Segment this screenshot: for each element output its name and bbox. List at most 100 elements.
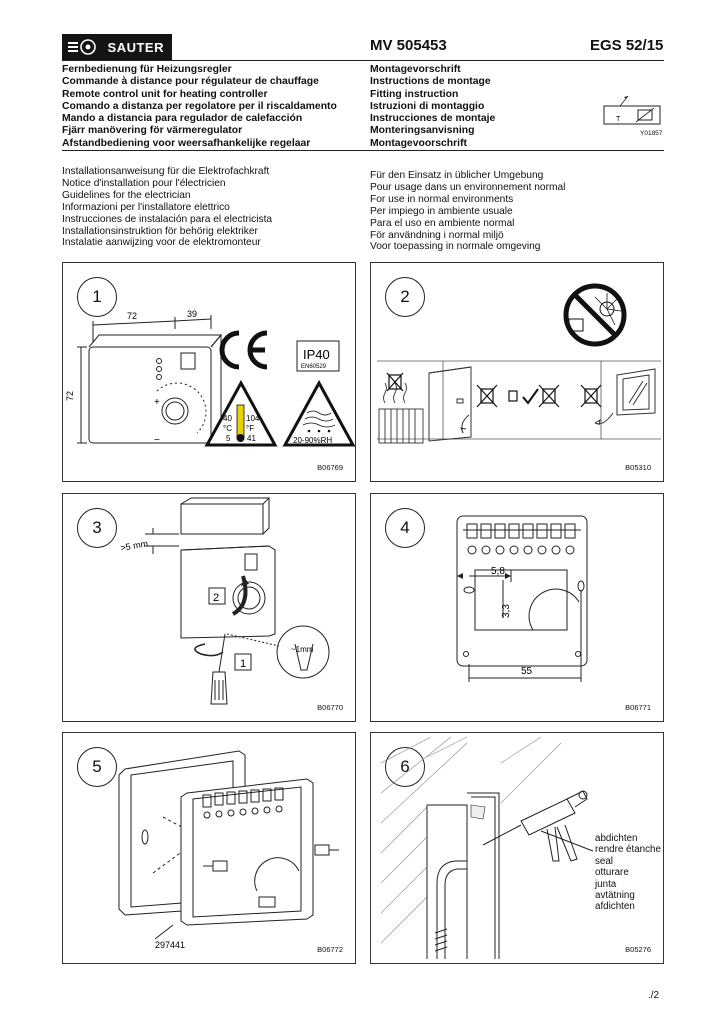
model-number: EGS 52/15 xyxy=(590,37,664,54)
product-title: Afstandbediening voor weersafhankelijke … xyxy=(62,137,311,149)
installation-note: Informazioni per l'installatore elettric… xyxy=(62,201,230,213)
symbol-letter: T xyxy=(616,116,621,123)
temp-high-c: 40 xyxy=(223,414,232,423)
ip-standard: EN60529 xyxy=(301,364,327,370)
dim-a: 5,8 xyxy=(491,566,505,577)
seal-word: otturare xyxy=(595,867,629,879)
environment-notes: Für den Einsatz in üblicher Umgebung Pou… xyxy=(370,170,565,253)
header-rule xyxy=(62,60,664,61)
remote-unit-symbol-icon: T xyxy=(603,95,661,125)
document-type: Montagevorschrift xyxy=(370,64,461,75)
temp-low-f: 41 xyxy=(247,434,256,443)
dim-height: 72 xyxy=(65,391,75,401)
document-type: Fitting instruction xyxy=(370,88,459,100)
installation-notes: Installationsanweisung für die Elektrofa… xyxy=(62,166,272,249)
document-type-list: Montagevorschrift Instructions de montag… xyxy=(370,64,495,150)
panel-number: 1 xyxy=(77,277,117,317)
no-sunlight-icon xyxy=(563,283,627,347)
environment-note: For use in normal environments xyxy=(370,193,514,205)
device-dimensions-drawing: 72 39 72 + − IP40 EN60529 40 104 °C °F 5… xyxy=(65,309,356,447)
seal-instructions: abdichten rendre étanche seal otturare j… xyxy=(595,833,661,913)
ip-rating-box xyxy=(296,340,340,372)
humidity-range: 20-90%RH xyxy=(293,436,332,445)
panel-3: 3 > xyxy=(62,493,356,722)
seal-word: avtätning xyxy=(595,890,635,902)
product-title: Remote control unit for heating controll… xyxy=(62,88,268,100)
minus-sign: − xyxy=(154,435,160,446)
dim-width: 72 xyxy=(127,311,137,321)
document-type: Instructions de montage xyxy=(370,76,491,88)
dim-depth: 39 xyxy=(187,309,197,319)
panel-2: 2 xyxy=(370,262,664,482)
base-plate-mounting-drawing: 297441 xyxy=(118,750,339,950)
symbol-code: Y01857 xyxy=(640,130,663,137)
product-code: MV 505453 xyxy=(370,37,447,54)
cover-removal-drawing: >5 mm 2 1 ~1mm xyxy=(120,497,330,705)
panel-number: 6 xyxy=(385,747,425,787)
step-2-label: 2 xyxy=(213,592,219,604)
seal-word: rendre étanche xyxy=(595,844,661,856)
panel-4: 4 xyxy=(370,493,664,722)
panel-6: 6 abdich xyxy=(370,732,664,964)
panel-number: 4 xyxy=(385,508,425,548)
environment-note: Per impiego in ambiente usuale xyxy=(370,205,513,217)
installation-note: Installationsanweisung für die Elektrofa… xyxy=(62,166,270,177)
document-type: Istruzioni di montaggio xyxy=(370,100,485,112)
panel-number: 3 xyxy=(77,508,117,548)
part-number: 297441 xyxy=(155,940,185,950)
mounting-location-drawing xyxy=(377,283,661,444)
product-title: Commande à distance pour régulateur de c… xyxy=(62,76,319,88)
environment-note: Voor toepassing in normale omgeving xyxy=(370,241,541,253)
dim-b: 3,3 xyxy=(501,604,512,618)
step-1-label: 1 xyxy=(240,658,246,670)
brand-name: SAUTER xyxy=(107,39,164,55)
installation-note: Installationsinstruktion för behörig ele… xyxy=(62,225,258,237)
radiator-icon xyxy=(378,382,424,444)
sauter-logo: SAUTER xyxy=(62,34,172,60)
installation-note: Guidelines for the electrician xyxy=(62,189,191,201)
environment-note: Para el uso en ambiente normal xyxy=(370,217,515,229)
thermometer-icon xyxy=(236,404,245,438)
humidity-warning-icon xyxy=(282,379,356,447)
temp-unit-f: °F xyxy=(246,424,254,433)
ip-rating: IP40 xyxy=(303,347,330,362)
environment-note: Pour usage dans un environnement normal xyxy=(370,181,566,193)
device-symbol: T xyxy=(600,92,662,140)
ok-checkmark-icon xyxy=(522,388,539,405)
document-type: Monteringsanvisning xyxy=(370,125,475,137)
temp-low-c: 5 xyxy=(226,434,231,443)
panel-number: 2 xyxy=(385,277,425,317)
product-title: Mando a distancia para regulador de cale… xyxy=(62,113,303,125)
figure-code: B06772 xyxy=(317,945,343,954)
plus-sign: + xyxy=(154,397,160,408)
environment-note: För användning i normal miljö xyxy=(370,229,504,241)
page-continuation: ./2 xyxy=(648,990,660,1001)
panel-1: 1 72 39 72 + − IP40 EN60 xyxy=(62,262,356,482)
ce-mark-icon xyxy=(219,330,268,370)
figure-code: B05276 xyxy=(625,945,651,954)
base-plate-dimensions-drawing: 5,8 3,3 55 xyxy=(456,515,588,682)
seal-word: abdichten xyxy=(595,833,638,844)
installation-note: Instrucciones de instalación para el ele… xyxy=(62,213,273,225)
figure-code: B06771 xyxy=(625,703,651,712)
sealing-drawing xyxy=(380,736,594,959)
blade-width-label: ~1mm xyxy=(291,645,314,654)
sauter-emblem-icon xyxy=(68,39,96,55)
panel-number: 5 xyxy=(77,747,117,787)
dim-c: 55 xyxy=(521,666,533,677)
product-titles-list: Fernbedienung für Heizungsregler Command… xyxy=(62,64,337,150)
installation-note: Instalatie aanwijzing voor de elektromon… xyxy=(62,237,261,249)
panel-5: 5 297441 B06772 xyxy=(62,732,356,964)
title-rule xyxy=(62,150,664,151)
installation-note: Notice d'installation pour l'électricien xyxy=(62,177,226,189)
clearance-label: >5 mm xyxy=(120,538,149,553)
product-title: Comando a distanza per regolatore per il… xyxy=(62,100,337,112)
seal-word: junta xyxy=(595,878,617,890)
product-title: Fernbedienung für Heizungsregler xyxy=(62,64,232,75)
environment-note: Für den Einsatz in üblicher Umgebung xyxy=(370,170,544,181)
temp-unit-c: °C xyxy=(223,424,232,433)
temp-high-f: 104 xyxy=(246,414,260,423)
document-type: Montagevoorschrift xyxy=(370,137,467,149)
figure-code: B06770 xyxy=(317,703,343,712)
document-type: Instrucciones de montaje xyxy=(370,113,496,125)
